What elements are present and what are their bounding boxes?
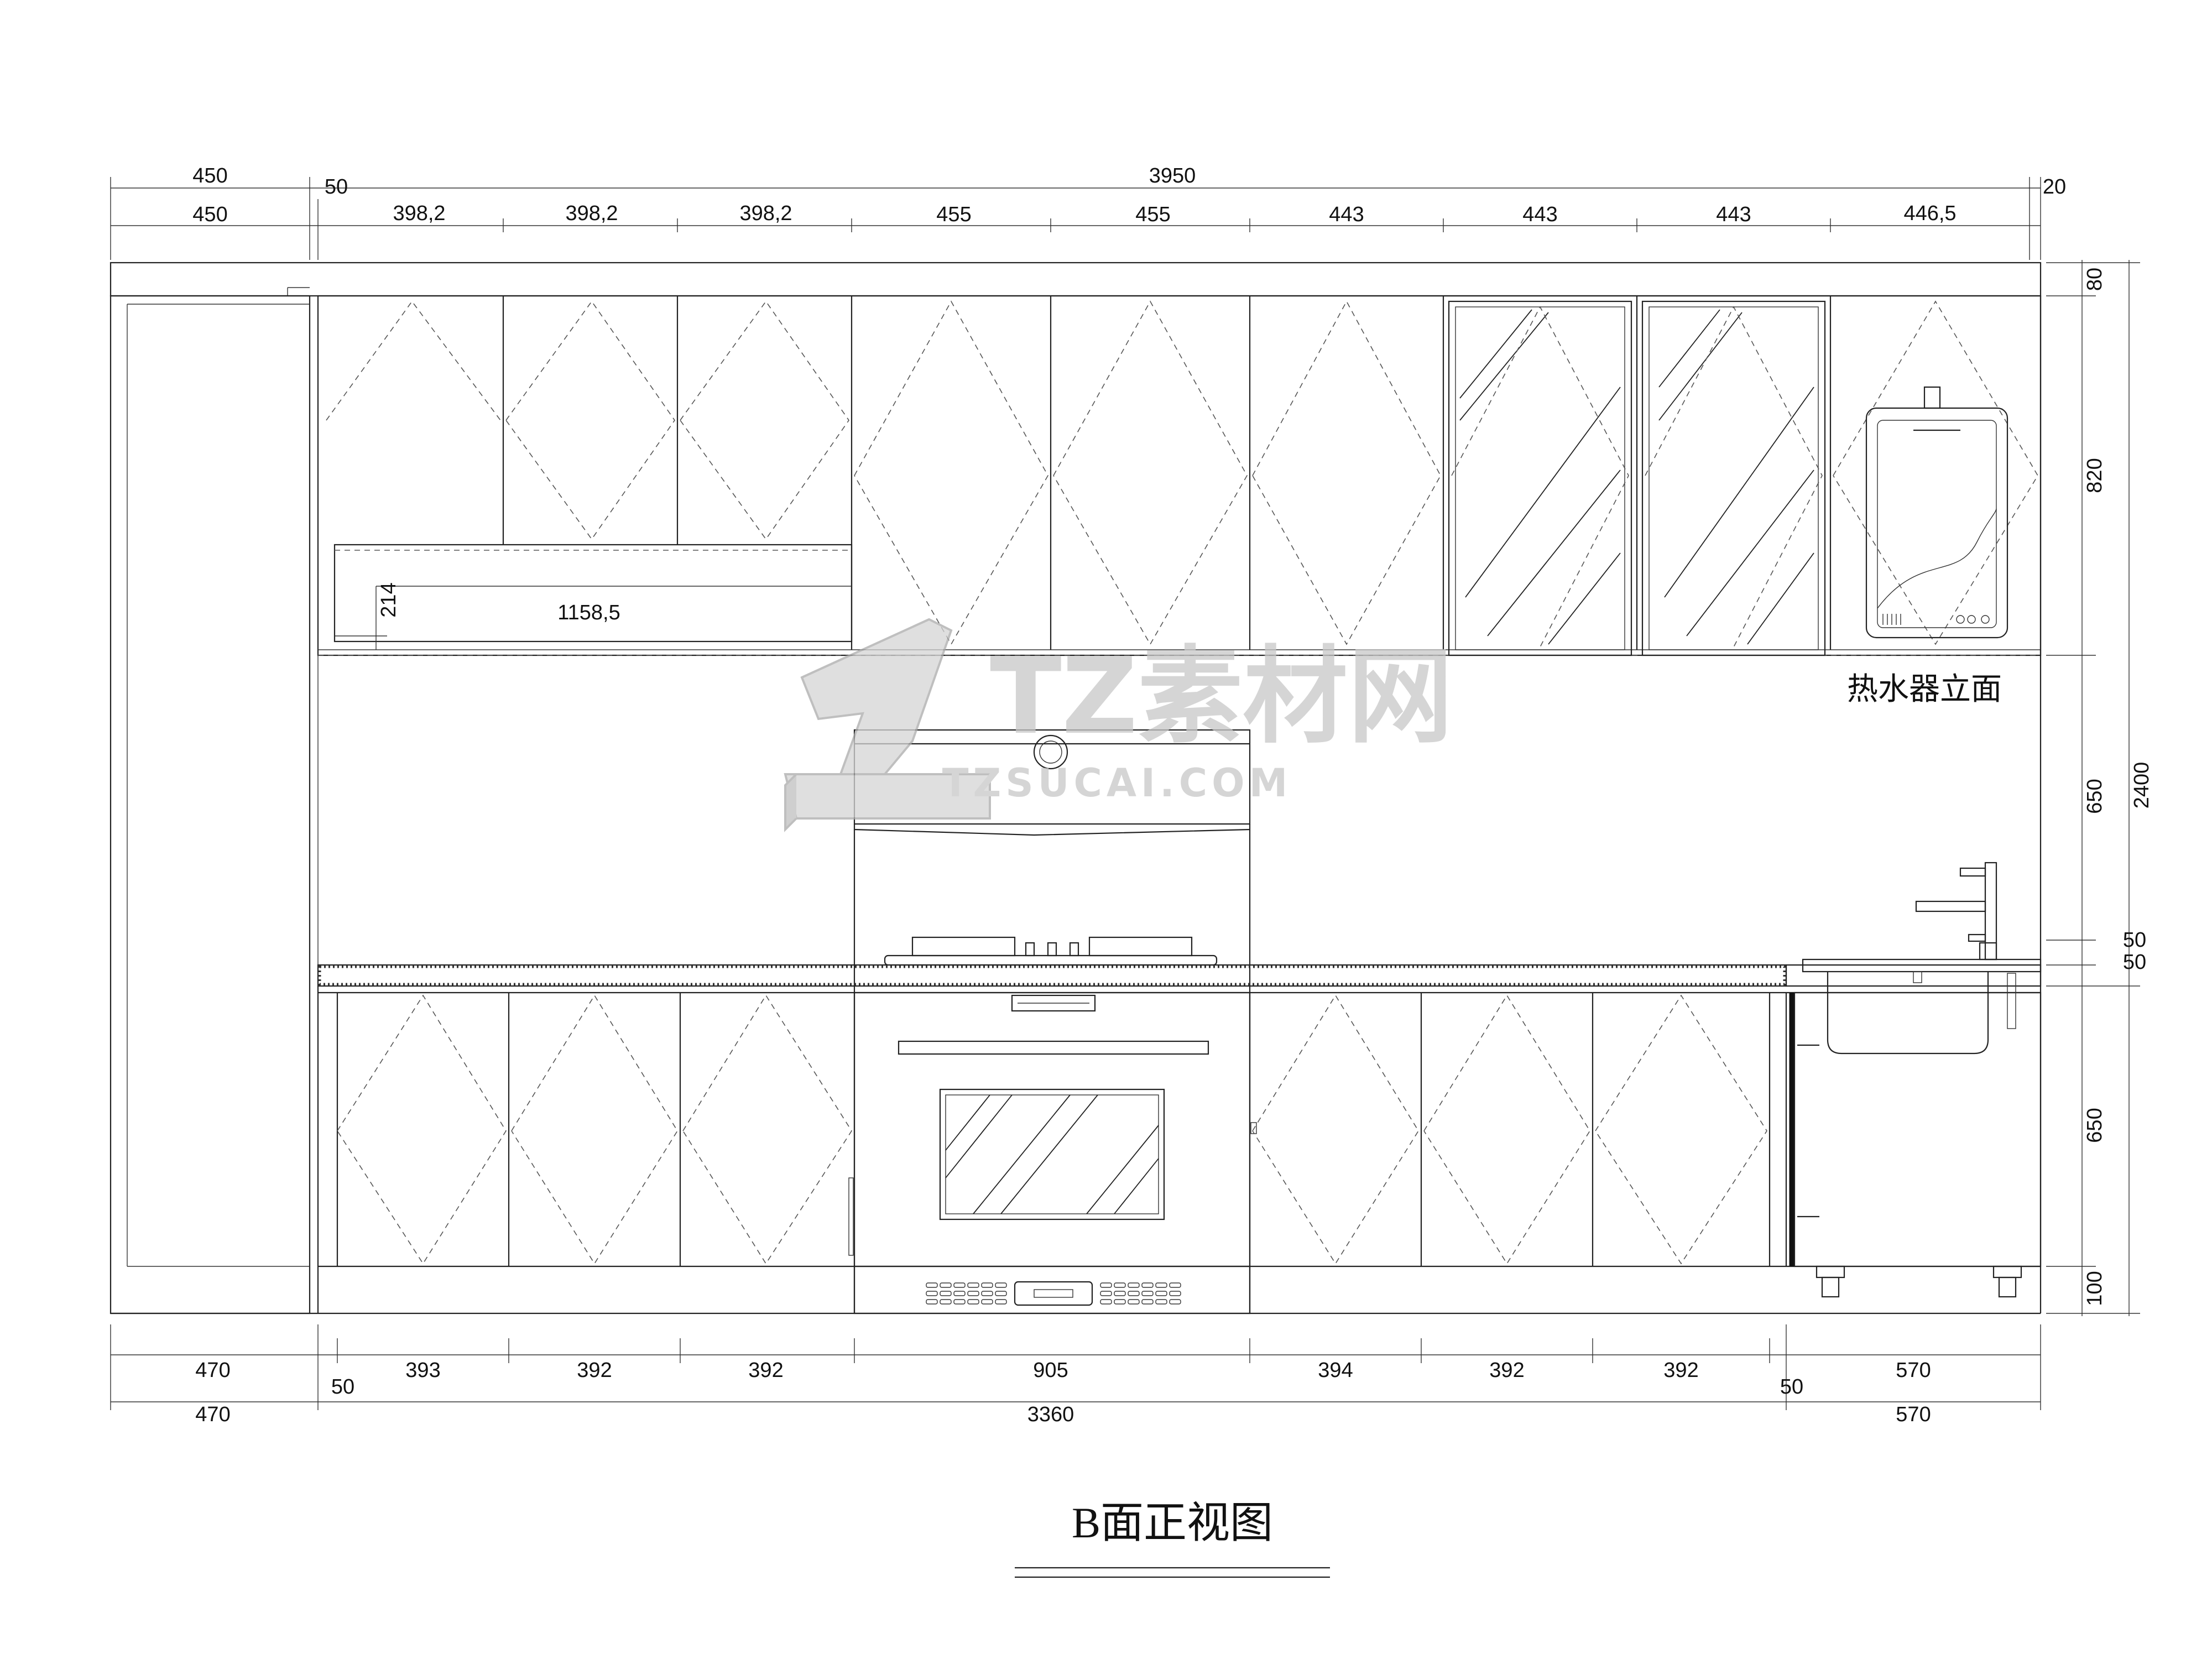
dim-bottom-seg-7: 392 [1663,1359,1698,1382]
dim-top-gap: 50 [325,175,348,199]
dim-top-seg-5: 455 [1135,203,1170,226]
gas-cooktop [884,936,1218,966]
tall-cabinet [109,295,311,1314]
dim-top-seg-9: 446,5 [1903,202,1956,225]
dim-bottom-left-1: 470 [195,1359,230,1382]
dim-bottom-seg-6: 392 [1489,1359,1524,1382]
dim-niche-height: 214 [377,582,400,617]
watermark-brand: TZ素材网 [990,635,1453,758]
top-dimensions: 450 50 3950 20 450 398,2 398,2 398,2 455… [110,164,2066,260]
bottom-dimensions: 470 393 392 392 905 394 392 392 570 50 5… [110,1324,2041,1426]
watermark: TZ素材网 TZSUCAI.COM [784,618,1453,832]
dim-top-right: 20 [2043,175,2066,199]
dim-niche-width: 1158,5 [557,601,620,624]
oven [853,992,1251,1314]
right-dimensions: 80 820 650 2400 50 50 650 100 [2046,260,2153,1316]
base-cabinets [111,296,2042,1314]
drawing-title: B面正视图 [1072,1499,1273,1547]
dim-bottom-gap-left: 50 [331,1375,354,1399]
watermark-url: TZSUCAI.COM [942,760,1292,806]
dim-top-seg-1: 398,2 [393,202,445,225]
dim-bottom-right-2: 570 [1896,1403,1931,1426]
glass-door-2 [1641,300,1826,656]
dim-right-counter-2: 50 [2123,951,2146,974]
dim-right-counter-1: 50 [2123,928,2146,952]
faucet [1915,862,1997,961]
dim-bottom-left-2: 470 [195,1403,230,1426]
watermark-logo [784,618,991,832]
dim-right-wall: 820 [2083,458,2106,493]
dim-right-total: 2400 [2130,762,2153,809]
dim-top-left-2: 450 [192,203,227,226]
water-heater [1865,386,2008,639]
dim-top-seg-6: 443 [1329,203,1364,226]
dim-bottom-seg-4: 905 [1033,1359,1068,1382]
dim-bottom-seg-3: 392 [748,1359,783,1382]
dim-bottom-right-1: 570 [1896,1359,1931,1382]
dim-top-seg-3: 398,2 [739,202,792,225]
dim-top-left-1: 450 [192,164,227,187]
water-heater-label: 热水器立面 [1847,672,2002,707]
open-niche [333,544,853,643]
dim-right-base: 650 [2083,1108,2106,1142]
dim-top-seg-8: 443 [1716,203,1751,226]
dim-bottom-total: 3360 [1027,1403,1074,1426]
dim-bottom-seg-5: 394 [1318,1359,1353,1382]
dim-bottom-seg-2: 392 [577,1359,612,1382]
dim-top-seg-7: 443 [1522,203,1557,226]
dim-bottom-gap-right: 50 [1780,1375,1803,1399]
dim-top-seg-4: 455 [936,203,971,226]
dim-right-top: 80 [2083,268,2106,291]
countertop [317,964,2042,994]
glass-door-1 [1448,300,1632,656]
dim-top-seg-2: 398,2 [565,202,618,225]
dim-right-gap: 650 [2083,779,2106,813]
dim-right-kick: 100 [2083,1271,2106,1306]
sink [1797,958,2042,1298]
dim-top-total: 3950 [1149,164,1196,187]
dim-bottom-seg-1: 393 [405,1359,440,1382]
